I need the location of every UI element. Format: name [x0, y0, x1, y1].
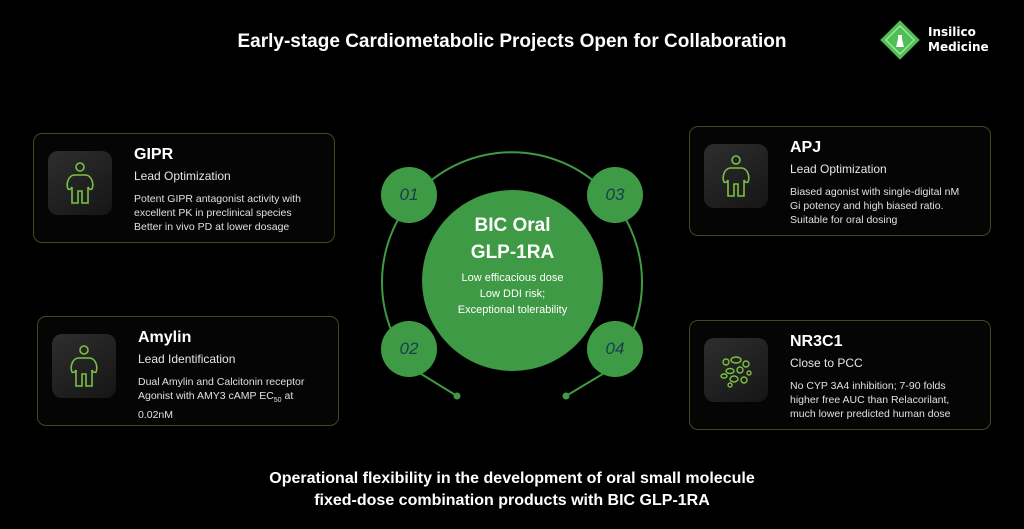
card-name: APJ: [790, 139, 822, 156]
project-card-nr3c1: NR3C1 Close to PCC No CYP 3A4 inhibition…: [689, 320, 991, 430]
card-desc-line: higher free AUC than Relacorilant,: [790, 394, 950, 406]
logo-diamond-icon: [880, 20, 920, 60]
footer-line-2: fixed-dose combination products with BIC…: [314, 492, 710, 509]
card-stage: Close to PCC: [790, 356, 863, 370]
card-desc-text: at: [281, 390, 294, 402]
card-desc-line: Better in vivo PD at lower dosage: [134, 221, 290, 233]
number-badge-01: 01: [381, 167, 437, 223]
card-desc-line: excellent PK in preclinical species: [134, 207, 292, 219]
subscript: 50: [273, 397, 282, 405]
center-circle: BIC Oral GLP-1RA Low efficacious dose Lo…: [422, 190, 603, 371]
project-card-apj: APJ Lead Optimization Biased agonist wit…: [689, 126, 991, 236]
card-desc-line: No CYP 3A4 inhibition; 7-90 folds: [790, 380, 946, 392]
card-desc-line: Dual Amylin and Calcitonin receptor: [138, 376, 305, 388]
card-name: Amylin: [138, 329, 192, 346]
logo-line1: Insilico: [928, 25, 976, 39]
card-desc-line: much lower predicted human dose: [790, 408, 951, 420]
center-title-1: BIC Oral: [474, 215, 551, 236]
card-desc-line: Suitable for oral dosing: [790, 214, 898, 226]
person-icon: [704, 144, 768, 208]
footer-statement: Operational flexibility in the developme…: [0, 468, 1024, 512]
card-name: GIPR: [134, 146, 174, 163]
cells-icon: [704, 338, 768, 402]
number-badge-03: 03: [587, 167, 643, 223]
person-icon: [52, 334, 116, 398]
ring-end-dot: [453, 392, 461, 400]
card-stage: Lead Optimization: [790, 162, 887, 176]
card-desc-line: Biased agonist with single-digital nM: [790, 186, 960, 198]
card-desc-text: Agonist with AMY3 cAMP EC: [138, 390, 274, 402]
project-card-amylin: Amylin Lead Identification Dual Amylin a…: [37, 316, 339, 426]
outer-ring: [381, 151, 643, 397]
card-stage: Lead Optimization: [134, 169, 231, 183]
center-line: Exceptional tolerability: [457, 304, 568, 316]
logo-line2: Medicine: [928, 40, 989, 54]
card-name: NR3C1: [790, 333, 843, 350]
card-desc-line: Gi potency and high biased ratio.: [790, 200, 944, 212]
card-stage: Lead Identification: [138, 352, 236, 366]
page-title: Early-stage Cardiometabolic Projects Ope…: [237, 31, 787, 52]
number-badge-02: 02: [381, 321, 437, 377]
center-title-2: GLP-1RA: [470, 242, 555, 263]
card-desc-line: Potent GIPR antagonist activity with: [134, 193, 301, 205]
person-icon: [48, 151, 112, 215]
card-desc-line: 0.02nM: [138, 409, 174, 422]
footer-line-1: Operational flexibility in the developme…: [269, 470, 755, 487]
ring-end-dot: [562, 392, 570, 400]
project-card-gipr: GIPR Lead Optimization Potent GIPR antag…: [33, 133, 335, 243]
center-line: Low efficacious dose: [461, 272, 564, 284]
center-line: Low DDI risk;: [479, 288, 546, 300]
number-badge-04: 04: [587, 321, 643, 377]
